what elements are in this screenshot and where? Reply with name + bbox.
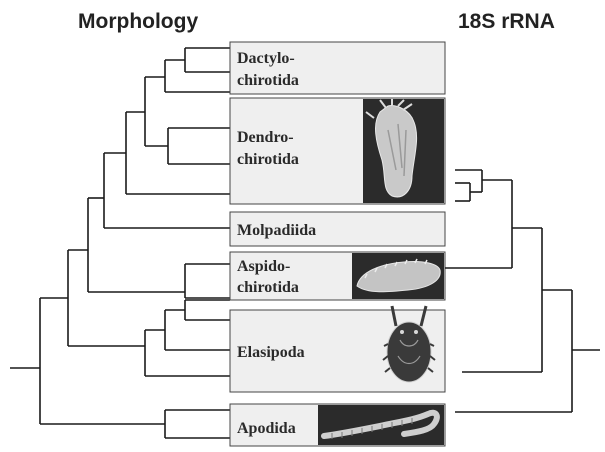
label-dendrochirotida-2: chirotida — [237, 151, 299, 168]
label-apodida: Apodida — [237, 420, 296, 437]
aspidochirotida-photo — [352, 253, 444, 299]
label-dendrochirotida-1: Dendro- — [237, 129, 294, 146]
header-18s-rrna: 18S rRNA — [458, 10, 555, 33]
morphology-tree — [10, 48, 230, 438]
apodida-photo — [318, 405, 444, 445]
header-morphology: Morphology — [78, 10, 198, 33]
rrna-tree — [445, 170, 600, 412]
label-aspidochirotida-1: Aspido- — [237, 258, 290, 275]
label-molpadiida: Molpadiida — [237, 222, 316, 239]
dendrochirotida-photo — [363, 99, 444, 203]
label-elasipoda: Elasipoda — [237, 344, 305, 361]
label-dactylochirotida-2: chirotida — [237, 72, 299, 89]
label-aspidochirotida-2: chirotida — [237, 279, 299, 296]
label-dactylochirotida-1: Dactylo- — [237, 50, 295, 67]
